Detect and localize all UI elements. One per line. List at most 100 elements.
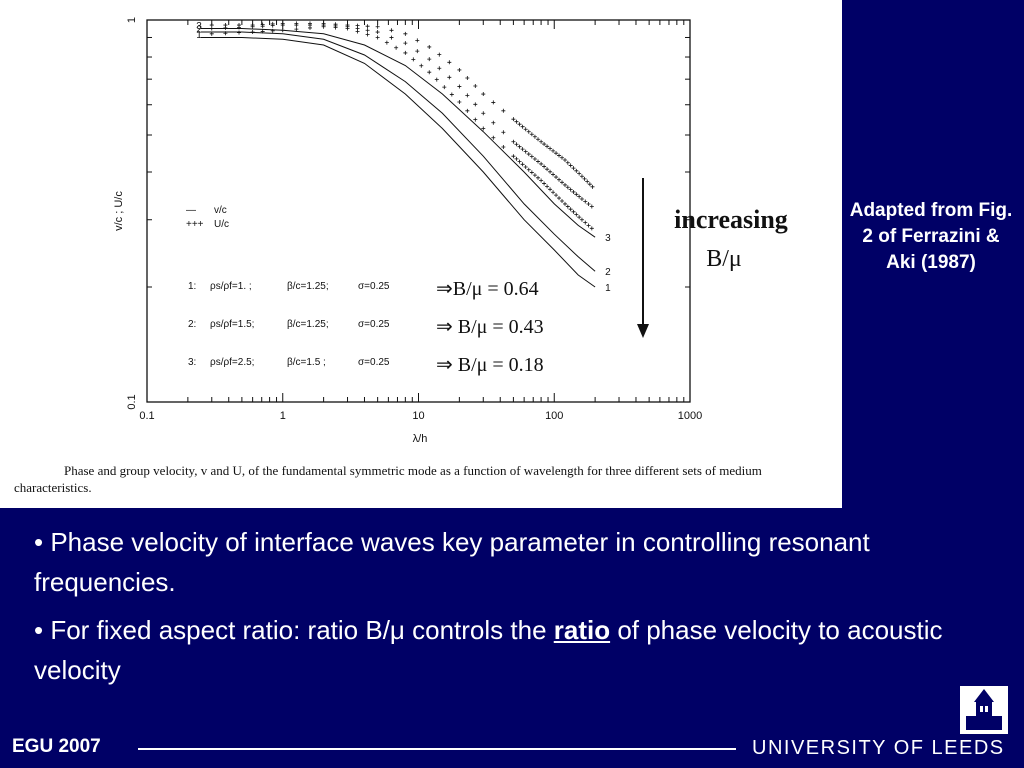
group-velocity-point-2 (579, 196, 584, 201)
group-velocity-point-1 (411, 57, 416, 62)
group-velocity-point-3 (526, 129, 531, 134)
group-velocity-point-2 (554, 175, 559, 180)
annotation-subtitle: B/μ (706, 246, 742, 272)
group-velocity-point-2 (551, 172, 556, 177)
y-tick-label: 1 (126, 17, 138, 23)
group-velocity-point-3 (294, 21, 299, 26)
group-velocity-point-3 (447, 60, 452, 65)
phase-velocity-curve-3 (201, 28, 596, 238)
group-velocity-point-2 (548, 169, 553, 174)
university-logo (960, 686, 1008, 734)
group-velocity-point-3 (511, 117, 516, 122)
legend-symbol: +++ (186, 219, 204, 230)
group-velocity-point-3 (529, 132, 534, 137)
group-velocity-point-3 (590, 184, 595, 189)
case-id: 3: (188, 357, 196, 368)
group-velocity-point-1 (562, 201, 567, 206)
group-velocity-point-3 (437, 52, 442, 57)
group-velocity-point-3 (577, 171, 582, 176)
group-velocity-point-3 (333, 22, 338, 27)
group-velocity-point-2 (501, 130, 506, 135)
group-velocity-point-2 (389, 35, 394, 40)
conference-label: EGU 2007 (12, 736, 101, 757)
group-velocity-point-3 (579, 174, 584, 179)
group-velocity-point-3 (260, 22, 265, 27)
group-velocity-point-2 (539, 161, 544, 166)
bullet-item-1: • Phase velocity of interface waves key … (34, 527, 870, 597)
group-velocity-point-1 (434, 77, 439, 82)
group-velocity-point-1 (514, 156, 519, 161)
group-velocity-point-3 (587, 182, 592, 187)
curve-label-1: 1 (605, 283, 611, 294)
case-poisson-ratio: σ=0.25 (358, 357, 390, 368)
group-velocity-point-3 (565, 160, 570, 165)
group-velocity-point-3 (491, 100, 496, 105)
group-velocity-point-3 (473, 84, 478, 89)
group-velocity-point-1 (589, 226, 594, 231)
group-velocity-point-2 (375, 30, 380, 35)
group-velocity-point-3 (574, 168, 579, 173)
x-tick-label: 100 (545, 410, 563, 422)
case-velocity-ratio: β/c=1.25; (287, 319, 329, 330)
group-velocity-point-2 (532, 156, 537, 161)
group-velocity-point-1 (548, 187, 553, 192)
group-velocity-point-1 (565, 204, 570, 209)
group-velocity-point-1 (536, 175, 541, 180)
group-velocity-point-2 (583, 199, 588, 204)
group-velocity-point-1 (223, 31, 228, 36)
source-note: Adapted from Fig. 2 of Ferrazini & Aki (… (849, 200, 1013, 273)
group-velocity-point-2 (542, 164, 547, 169)
group-velocity-point-2 (403, 41, 408, 46)
group-velocity-point-3 (270, 21, 275, 26)
phase-velocity-curve-2 (201, 31, 596, 272)
group-velocity-point-1 (375, 35, 380, 40)
group-velocity-point-1 (551, 190, 556, 195)
group-velocity-point-1 (526, 167, 531, 172)
start-label-2: 2 (196, 25, 202, 36)
group-velocity-point-3 (375, 24, 380, 29)
group-velocity-point-1 (586, 223, 591, 228)
group-velocity-point-3 (545, 144, 550, 149)
group-velocity-point-3 (571, 166, 576, 171)
group-velocity-point-2 (209, 26, 214, 31)
group-velocity-point-3 (517, 122, 522, 127)
group-velocity-point-1 (250, 30, 255, 35)
group-velocity-point-2 (536, 159, 541, 164)
group-velocity-point-1 (427, 70, 432, 75)
footer-divider (138, 748, 736, 750)
group-velocity-point-1 (574, 212, 579, 217)
group-velocity-point-1 (270, 28, 275, 33)
group-velocity-point-1 (529, 170, 534, 175)
case-id: 1: (188, 281, 196, 292)
bullet-list: • Phase velocity of interface waves key … (34, 522, 1009, 698)
case-density-ratio: ρs/ρf=2.5; (210, 357, 254, 368)
group-velocity-point-2 (511, 139, 516, 144)
group-velocity-point-3 (365, 24, 370, 29)
group-velocity-point-1 (449, 92, 454, 97)
group-velocity-point-3 (568, 163, 573, 168)
group-velocity-point-2 (520, 147, 525, 152)
case-velocity-ratio: β/c=1.5 ; (287, 357, 326, 368)
x-axis-label: λ/h (413, 433, 428, 445)
group-velocity-point-3 (403, 31, 408, 36)
group-velocity-point-1 (511, 154, 516, 159)
group-velocity-point-1 (403, 50, 408, 55)
group-velocity-point-2 (565, 185, 570, 190)
figure-caption: Phase and group velocity, v and U, of th… (14, 463, 762, 495)
group-velocity-point-3 (551, 148, 556, 153)
group-velocity-point-2 (568, 187, 573, 192)
x-tick-label: 1 (280, 410, 286, 422)
group-velocity-point-1 (491, 135, 496, 140)
bullet-item-2: • For fixed aspect ratio: ratio B/μ cont… (34, 610, 1009, 690)
group-velocity-point-3 (250, 23, 255, 28)
university-name: UNIVERSITY OF LEEDS (752, 737, 1005, 759)
group-velocity-point-1 (517, 159, 522, 164)
group-velocity-point-1 (481, 126, 486, 131)
group-velocity-point-3 (523, 127, 528, 132)
group-velocity-point-1 (209, 31, 214, 36)
bullet-item-2-start: • For fixed aspect ratio: ratio B/μ cont… (34, 615, 554, 645)
case-poisson-ratio: σ=0.25 (358, 281, 390, 292)
legend-label: U/c (214, 219, 229, 230)
case-id: 2: (188, 319, 196, 330)
